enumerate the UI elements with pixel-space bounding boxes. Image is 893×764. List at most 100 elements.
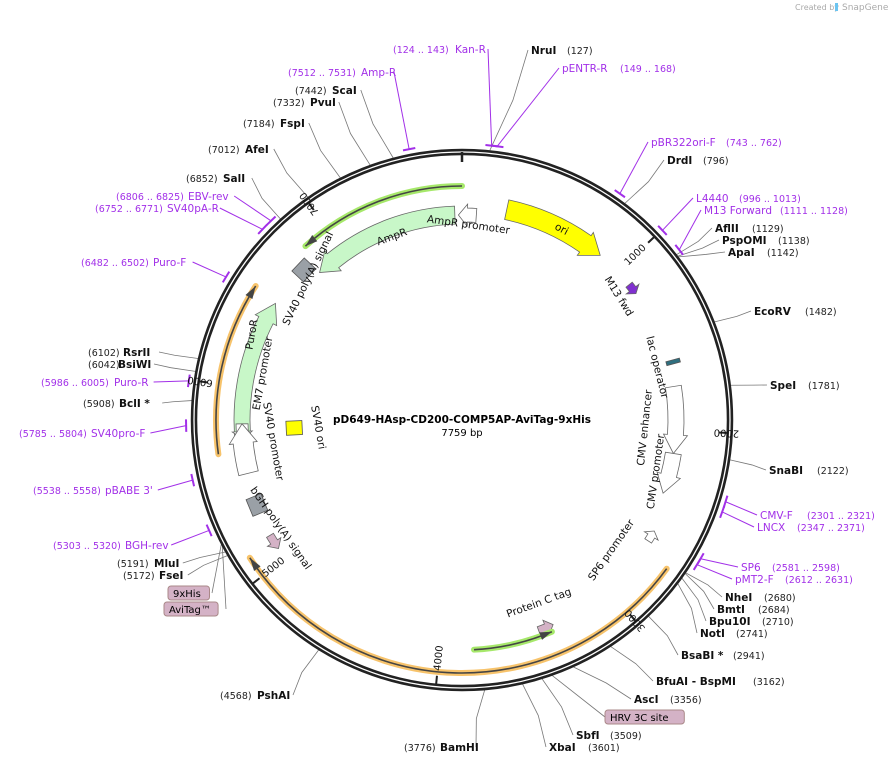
- plasmid-length: 7759 bp: [441, 428, 482, 439]
- insert-orf-line: [249, 557, 668, 674]
- primer-leader-line: [496, 67, 560, 147]
- tag-label: 9xHis: [173, 589, 201, 600]
- tag-arrow: [266, 532, 282, 549]
- site-name: BamHI: [440, 742, 479, 754]
- restriction-site: BclI *(5908): [83, 398, 150, 410]
- primer-name: pMT2-F: [735, 574, 774, 586]
- primer-range: (5538 .. 5558): [33, 486, 101, 497]
- primer-binding-mark: [205, 524, 213, 537]
- restriction-site: XbaI(3601): [549, 742, 620, 754]
- restriction-site: AflII(1129): [715, 223, 784, 235]
- site-leader-line: [729, 459, 767, 471]
- restriction-site: SnaBI(2122): [769, 465, 849, 477]
- primer: pBABE 3'(5538 .. 5558): [33, 485, 153, 497]
- ampr-promoter-arrow: [457, 202, 478, 228]
- site-name: NotI: [700, 628, 725, 640]
- primer: BGH-rev(5303 .. 5320): [53, 540, 169, 552]
- primer-range: (1111 .. 1128): [780, 206, 848, 217]
- site-name: AscI: [634, 694, 659, 706]
- primer-leader-line: [678, 209, 702, 251]
- primer-range: (996 .. 1013): [739, 194, 801, 205]
- site-name: Bpu10I: [709, 616, 751, 628]
- restriction-site: RsrII(6102): [88, 347, 150, 359]
- feature-label: PuroR: [243, 318, 260, 350]
- restriction-site: SpeI (1781): [770, 380, 840, 392]
- site-position: (2941): [733, 651, 765, 662]
- site-position: (1482): [805, 307, 837, 318]
- primer: SV40pA-R(6752 .. 6771): [95, 203, 219, 215]
- primer-binding-mark: [257, 224, 268, 235]
- tick-label: 2000: [713, 426, 739, 438]
- primer-leader-line: [722, 511, 755, 528]
- site-name: EcoRV: [754, 306, 792, 318]
- primer-binding-mark: [490, 144, 504, 149]
- site-name: BfuAI - BspMI: [656, 676, 736, 688]
- site-leader-line: [308, 122, 341, 179]
- primer-name: Puro-R: [114, 377, 149, 389]
- bgh-polya-box: [245, 493, 269, 517]
- site-position: (3509): [610, 731, 642, 742]
- sp6-promoter-arrow: [643, 530, 659, 544]
- site-position: (2684): [758, 605, 790, 616]
- feature-label: SP6 promoter: [586, 517, 637, 583]
- site-name: DrdI: [667, 155, 692, 167]
- primer-name: Amp-R: [361, 67, 396, 79]
- sv40-ori-box: [285, 420, 303, 436]
- restriction-site: SbfI(3509): [576, 730, 642, 742]
- primer-leader-line: [153, 380, 189, 383]
- primer-range: (5986 .. 6005): [41, 378, 109, 389]
- primer-range: (6806 .. 6825): [116, 192, 184, 203]
- feature-label: Protein C tag: [505, 586, 573, 621]
- tag-leader-line: [221, 546, 227, 610]
- primer-binding-mark: [402, 146, 416, 152]
- primer: SV40pro-F(5785 .. 5804): [19, 428, 145, 440]
- primer-range: (6752 .. 6771): [95, 204, 163, 215]
- primer-name: LNCX: [757, 522, 785, 534]
- site-leader-line: [541, 678, 574, 736]
- tick-mark: [435, 675, 438, 684]
- site-leader-line: [489, 49, 529, 151]
- site-position: (3162): [753, 677, 785, 688]
- site-leader-line: [676, 227, 713, 255]
- primer-binding-mark: [722, 495, 729, 508]
- primer-binding-mark: [692, 558, 702, 571]
- tag-label: HRV 3C site: [610, 713, 669, 724]
- site-position: (3356): [670, 695, 702, 706]
- primer-leader-line: [150, 425, 187, 434]
- site-position: (2710): [762, 617, 794, 628]
- site-position: (2741): [736, 629, 768, 640]
- feature-label: ori: [553, 221, 571, 238]
- site-position: (1781): [808, 381, 840, 392]
- ampr-orf-line: [304, 185, 463, 247]
- lac-operator-box: [665, 357, 681, 367]
- site-leader-line: [678, 251, 726, 258]
- restriction-site: NheI(2680): [725, 592, 796, 604]
- site-name: BmtI: [717, 604, 745, 616]
- primer-leader-line: [171, 529, 210, 546]
- tick-mark: [629, 613, 636, 622]
- primer-leader-line: [725, 501, 758, 516]
- restriction-site: BsiWI(6042): [88, 359, 151, 371]
- ampr-arrow: [319, 205, 456, 273]
- site-leader-line: [648, 616, 679, 656]
- site-leader-line: [677, 583, 698, 634]
- feature-tag-box: 9xHis: [167, 585, 210, 601]
- tag-leader-line: [211, 544, 222, 594]
- site-name: FspI: [280, 118, 305, 130]
- feature-label: M13 fwd: [602, 274, 636, 318]
- site-position: (3601): [588, 743, 620, 754]
- tick-mark: [308, 202, 315, 211]
- site-name: SpeI: [770, 380, 796, 392]
- site-name: BsiWI: [118, 359, 151, 371]
- site-leader-line: [292, 649, 319, 696]
- primer-range: (6482 .. 6502): [81, 258, 149, 269]
- primer-name: EBV-rev: [188, 191, 229, 203]
- site-position: (7184): [243, 119, 275, 130]
- restriction-site: NotI (2741): [700, 628, 768, 640]
- site-name: PspOMI: [722, 235, 767, 247]
- primer-leader-line: [219, 207, 263, 230]
- primer-binding-mark: [190, 473, 196, 487]
- ori-arrow: [504, 199, 601, 256]
- restriction-site: ScaI(7442): [295, 85, 357, 97]
- site-name: BclI *: [119, 398, 150, 410]
